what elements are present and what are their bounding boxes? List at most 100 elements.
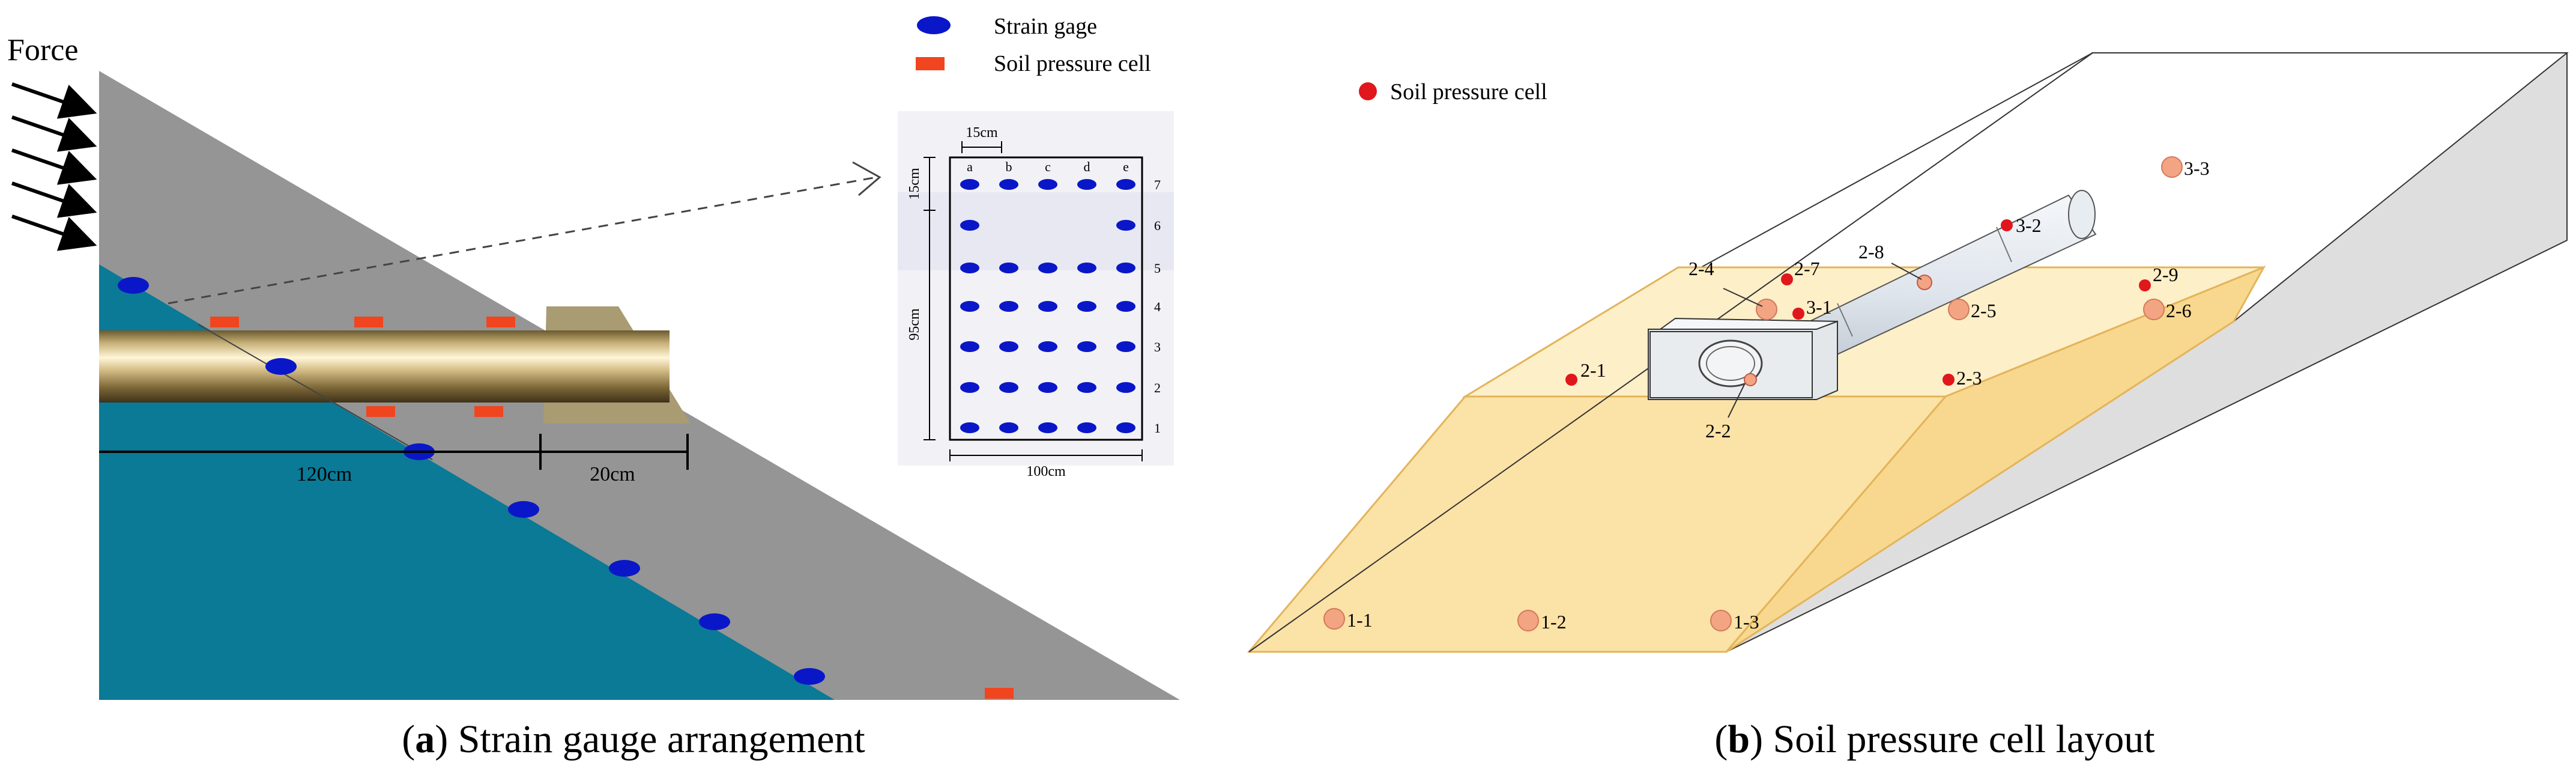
grid-row-label: 5 <box>1154 261 1161 276</box>
pipe-slope-line <box>198 324 433 460</box>
pipe-head-block <box>1648 317 1838 400</box>
grid-row-spacing: 15cm <box>907 168 922 200</box>
grid-strain-gauge <box>1116 341 1135 352</box>
caption-a-text: Strain gauge arrangement <box>448 717 865 761</box>
pressure-cell-label: 3-2 <box>2016 214 2042 236</box>
soil-pressure-cell <box>474 406 503 417</box>
force-label: Force <box>7 33 78 67</box>
grid-strain-gauge <box>1038 301 1057 312</box>
panel-b-soil-cell-layout: Soil pressure cell 1-1 1-2 1-3 2-4 2-5 2… <box>1247 52 2569 761</box>
grid-strain-gauges <box>960 179 1135 433</box>
strain-gauge <box>508 501 539 518</box>
force-arrow <box>11 115 97 152</box>
grid-strain-gauge <box>1038 263 1057 273</box>
pressure-cell-label: 1-1 <box>1347 609 1373 631</box>
grid-strain-gauge <box>960 179 979 190</box>
pressure-cell-label: 2-1 <box>1580 359 1606 381</box>
pressure-cell-1-2 <box>1517 610 1539 631</box>
legend-soil-cell-label-b: Soil pressure cell <box>1390 79 1547 105</box>
grid-strain-gauge <box>1077 422 1096 433</box>
grid-strain-gauge <box>1077 179 1096 190</box>
soil-pressure-cell <box>985 688 1014 699</box>
grid-strain-gauge <box>960 341 979 352</box>
soil-pressure-cell <box>210 317 239 327</box>
caption-b-letter: b <box>1728 717 1750 761</box>
pressure-cell-2-4 <box>1756 299 1777 320</box>
grid-height: 95cm <box>907 308 922 341</box>
pressure-cell-2-1 <box>1565 374 1577 386</box>
pressure-cell-2-3 <box>1943 374 1955 386</box>
soil-pressure-cells-a <box>210 317 1014 699</box>
pressure-cell-label: 2-5 <box>1971 300 1997 321</box>
cap-length-label: 20cm <box>590 463 635 485</box>
grid-strain-gauge <box>960 220 979 231</box>
pipe-length-label: 120cm <box>297 463 352 485</box>
force-arrow <box>11 181 97 218</box>
strain-gauges-a <box>118 277 825 685</box>
pressure-cell-label: 2-4 <box>1689 258 1714 279</box>
grid-column-label: a <box>967 159 973 174</box>
pressure-cell-label: 2-6 <box>2166 300 2192 321</box>
grid-strain-gauge <box>999 341 1018 352</box>
pressure-cell-3-2 <box>2001 219 2013 231</box>
legend-strain-gage-label: Strain gage <box>994 14 1097 39</box>
legend-soil-cell-symbol-b <box>1359 82 1377 100</box>
pressure-cell-label: 3-3 <box>2184 157 2210 179</box>
grid-strain-gauge <box>1116 301 1135 312</box>
strain-gauge <box>699 613 730 630</box>
grid-strain-gauge <box>1116 263 1135 273</box>
pressure-cell-2-5 <box>1948 299 1970 320</box>
legend-strain-gage-symbol <box>917 16 951 34</box>
pressure-cell-2-2 <box>1744 373 1757 386</box>
grid-strain-gauge <box>1116 422 1135 433</box>
grid-strain-gauge <box>1077 382 1096 393</box>
grid-strain-gauge <box>999 422 1018 433</box>
grid-strain-gauge <box>960 263 979 273</box>
pressure-cell-label: 2-8 <box>1858 241 1884 263</box>
pressure-cell-3-1 <box>1792 308 1804 320</box>
pressure-cell-label: 1-2 <box>1541 611 1567 633</box>
pressure-cell-label: 1-3 <box>1734 611 1759 633</box>
grid-strain-gauge <box>1077 263 1096 273</box>
grid-row-label: 4 <box>1154 299 1161 314</box>
pressure-cell-label: 2-3 <box>1956 367 1982 389</box>
pressure-cell-label: 2-2 <box>1705 420 1731 442</box>
pressure-cell-1-1 <box>1323 608 1345 630</box>
grid-row-label: 3 <box>1154 339 1161 354</box>
soil-pressure-cell <box>354 317 383 327</box>
soil-pressure-cell <box>366 406 395 417</box>
grid-strain-gauge <box>999 179 1018 190</box>
grid-strain-gauge <box>960 382 979 393</box>
grid-strain-gauge <box>1038 422 1057 433</box>
pipe <box>99 330 670 403</box>
caption-a: (a) Strain gauge arrangement <box>402 717 865 761</box>
force-arrow <box>11 214 97 251</box>
panel-a-strain-gauge: Force <box>7 14 1180 761</box>
grid-width: 100cm <box>1026 464 1066 479</box>
grid-col-spacing: 15cm <box>966 125 998 141</box>
grid-strain-gauge <box>1038 382 1057 393</box>
pressure-cell-2-6 <box>2143 299 2165 320</box>
grid-column-label: e <box>1123 159 1129 174</box>
pressure-cell-1-3 <box>1710 610 1732 631</box>
caption-b-text: Soil pressure cell layout <box>1763 717 2155 761</box>
caption-a-letter: a <box>415 717 435 761</box>
pressure-cell-label: 3-1 <box>1806 296 1832 318</box>
pressure-cell-label: 2-7 <box>1794 258 1820 279</box>
legend-soil-cell-label: Soil pressure cell <box>994 51 1151 76</box>
grid-strain-gauge <box>1077 301 1096 312</box>
pressure-cell-label: 2-9 <box>2153 264 2178 285</box>
force-arrow <box>11 148 97 185</box>
legend-a: Strain gage Soil pressure cell <box>916 14 1151 76</box>
strain-gauge <box>609 560 640 577</box>
pressure-cell-2-7 <box>1781 273 1793 285</box>
grid-strain-gauge <box>999 382 1018 393</box>
grid-strain-gauge <box>1038 179 1057 190</box>
grid-strain-gauge <box>1077 341 1096 352</box>
force-arrows <box>11 82 97 251</box>
grid-strain-gauge <box>960 301 979 312</box>
caption-b: (b) Soil pressure cell layout <box>1714 717 2154 761</box>
